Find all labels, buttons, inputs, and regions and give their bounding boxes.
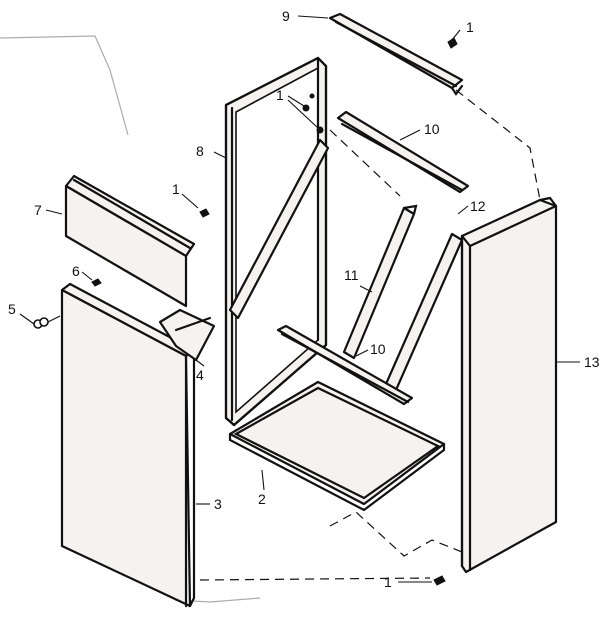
callout-9: 9 xyxy=(282,8,290,24)
front-strut[interactable] xyxy=(384,232,464,392)
callout-10-upper: 10 xyxy=(424,121,440,137)
lower-front-panel[interactable] xyxy=(60,282,196,608)
leader-lines xyxy=(19,15,580,583)
callout-12: 12 xyxy=(470,198,486,214)
top-rail[interactable] xyxy=(328,12,464,96)
callout-1-frame: 1 xyxy=(276,87,284,103)
callout-1-panel: 1 xyxy=(172,181,180,197)
callout-1-bottom: 1 xyxy=(384,574,392,590)
diagonal-brace[interactable] xyxy=(228,138,330,320)
callout-13: 13 xyxy=(584,354,600,370)
lower-crossbar[interactable] xyxy=(276,324,414,406)
upper-front-panel[interactable] xyxy=(64,174,196,308)
callout-3: 3 xyxy=(214,496,222,512)
callout-6: 6 xyxy=(72,263,80,279)
callout-7: 7 xyxy=(34,202,42,218)
bracket-clip[interactable] xyxy=(158,308,216,362)
callout-2: 2 xyxy=(258,491,266,507)
screws xyxy=(33,37,458,586)
right-side-panel[interactable] xyxy=(460,196,558,574)
callout-8: 8 xyxy=(196,143,204,159)
callout-5: 5 xyxy=(8,301,16,317)
bottom-pan[interactable] xyxy=(228,380,446,512)
upper-crossbar[interactable] xyxy=(336,110,470,194)
assembly-lines xyxy=(199,89,541,581)
callout-4: 4 xyxy=(196,367,204,383)
callout-11: 11 xyxy=(344,267,359,283)
callout-10-lower: 10 xyxy=(370,341,386,357)
rear-strut[interactable] xyxy=(342,204,418,360)
callout-1-top: 1 xyxy=(466,19,474,35)
callout-labels: 9 1 1 8 10 12 7 1 6 5 11 10 4 13 3 2 1 xyxy=(8,8,600,590)
